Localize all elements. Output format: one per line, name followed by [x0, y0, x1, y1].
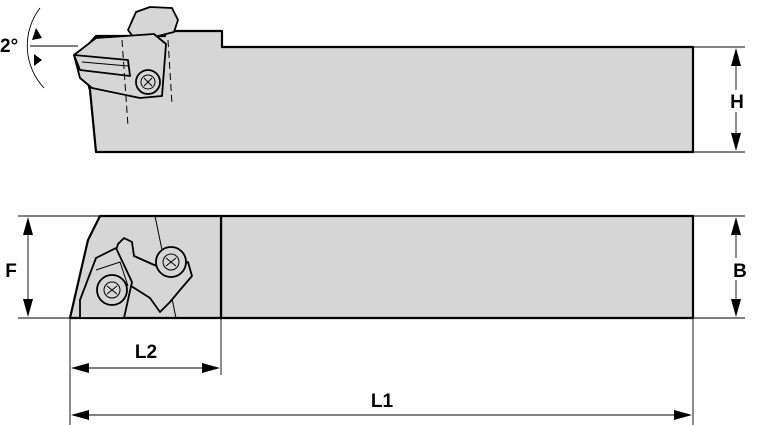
side-view: 2° H [0, 6, 746, 154]
f-label-bg [2, 258, 20, 280]
l2-arrow-left [71, 363, 89, 373]
l1-arrow-left [71, 410, 89, 420]
h-arrow-top [731, 48, 741, 66]
width-label: B [733, 261, 747, 282]
top-view: F B L2 L1 [2, 214, 750, 425]
l1-arrow-right [674, 410, 692, 420]
screw-torx-side [143, 77, 153, 87]
hidden-line-left [121, 39, 129, 127]
insert-screw-torx [106, 285, 118, 295]
l2-arrow-right [202, 363, 220, 373]
overall-length-label: L1 [371, 391, 394, 412]
angle-label: 2° [0, 36, 18, 57]
offset-label: F [5, 261, 17, 282]
insert-edge-line [81, 61, 129, 67]
b-arrow-bottom [731, 299, 741, 317]
clamp-lever-top [109, 237, 193, 313]
f-arrow-top [23, 217, 33, 235]
b-label-bg [728, 258, 750, 280]
h-label-bg [728, 90, 746, 112]
b-arrow-top [731, 217, 741, 235]
f-arrow-bottom [23, 299, 33, 317]
angle-arc [26, 7, 45, 89]
clamp-screw-socket [162, 253, 180, 271]
angle-arrow-bottom [34, 54, 42, 66]
h-arrow-bottom [731, 133, 741, 151]
screw-socket-side [140, 74, 156, 90]
height-label: H [730, 92, 744, 113]
shank-side-profile [82, 29, 695, 154]
head-length-label: L2 [135, 342, 157, 363]
insert-chipbreaker [95, 261, 129, 287]
angle-arrow-top [32, 28, 42, 40]
clamp-screw-torx [165, 257, 177, 267]
shank-top-profile [219, 214, 695, 320]
insert-screw-socket [103, 281, 121, 299]
insert-side [73, 54, 131, 77]
